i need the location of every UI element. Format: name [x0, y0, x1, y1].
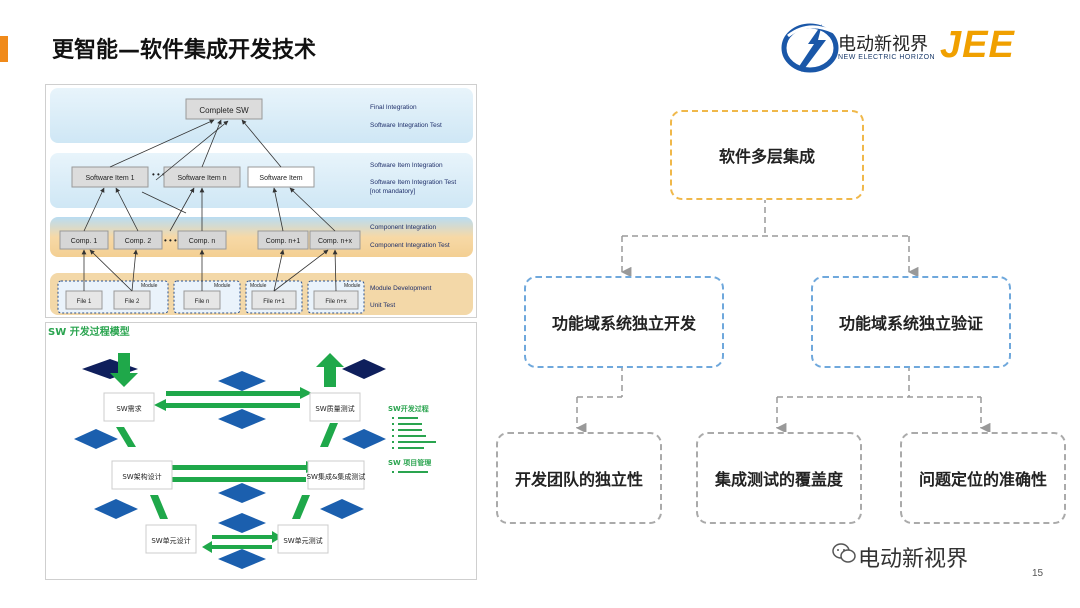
logo-english-name: NEW ELECTRIC HORIZON: [838, 54, 936, 61]
process-box: [103, 392, 155, 422]
node-issue-localization: 问题定位的准确性: [900, 432, 1066, 524]
watermark-text: 电动新视界: [858, 547, 969, 572]
sw-process-model-diagram: SW 开发过程模型 SW需求: [45, 322, 477, 580]
process-box-label: SW集成&集成测试: [307, 472, 366, 481]
side-legend-lines: [392, 417, 436, 449]
level-label: [not mandatory]: [370, 188, 415, 195]
process-box-label: SW单元设计: [151, 536, 190, 545]
component-label: Comp. n: [189, 238, 216, 245]
process-box-label: SW质量测试: [315, 404, 354, 413]
module-label: Module: [250, 283, 267, 289]
process-box: [277, 524, 329, 554]
software-item-label: Software Item n: [177, 175, 226, 182]
page-title: 更智能—软件集成开发技术: [52, 38, 317, 63]
process-box-label: SW单元测试: [283, 536, 322, 545]
file-label: File n+x: [325, 299, 346, 305]
process-box-label: SW需求: [116, 404, 141, 413]
page-number: 15: [1032, 568, 1044, 579]
node-independent-verification: 功能域系统独立验证: [811, 276, 1011, 368]
level-label: Component Integration Test: [370, 242, 450, 249]
file-label: File n: [195, 299, 210, 305]
brand-logo-icon: [781, 23, 839, 73]
module-label: Module: [141, 283, 158, 289]
complete-sw-label: Complete SW: [199, 106, 249, 115]
logo-chinese-name: 电动新视界: [838, 34, 928, 55]
side-legend-title: SW开发过程: [388, 404, 429, 413]
process-box: [307, 460, 365, 490]
logo-jee: JEE: [940, 24, 1015, 66]
process-model-title: SW 开发过程模型: [48, 325, 130, 338]
level-label: Unit Test: [370, 302, 395, 309]
side-legend-title: SW 项目管理: [388, 458, 431, 467]
file-label: File n+1: [263, 299, 285, 305]
wechat-icon: [832, 543, 856, 563]
node-team-independence: 开发团队的独立性: [496, 432, 662, 524]
side-legend-lines: [392, 471, 428, 473]
module-label: Module: [214, 283, 231, 289]
integration-arrows: [81, 119, 338, 292]
node-test-coverage: 集成测试的覆盖度: [696, 432, 862, 524]
level-label: Software Integration Test: [370, 122, 442, 129]
component-label: Comp. n+x: [318, 238, 353, 245]
integration-levels-diagram: Complete SW Software Item 1 • • • Softwa…: [45, 84, 477, 318]
ellipsis-label: • • •: [152, 170, 165, 179]
root-node: 软件多层集成: [670, 110, 864, 200]
title-accent-bar: [0, 36, 8, 62]
level-label: Final Integration: [370, 104, 417, 111]
component-label: Comp. 2: [125, 238, 152, 245]
software-item-label: Software Item: [259, 175, 302, 182]
ellipsis-label: • • •: [164, 236, 177, 245]
blue-diamond-icons: [74, 371, 386, 569]
complete-sw-box: [185, 98, 263, 120]
file-label: File 2: [125, 299, 140, 305]
process-box: [145, 524, 197, 554]
integration-arrow: [141, 191, 187, 214]
process-box-label: SW架构设计: [122, 472, 161, 481]
level-label: Software Item Integration: [370, 162, 443, 169]
file-label: File 1: [77, 299, 92, 305]
level-label: Software Item Integration Test: [370, 179, 456, 186]
process-box: [111, 460, 173, 490]
module-label: Module: [344, 283, 361, 289]
component-label: Comp. 1: [71, 238, 98, 245]
node-independent-development: 功能域系统独立开发: [524, 276, 724, 368]
component-label: Comp. n+1: [266, 238, 301, 245]
process-box: [309, 392, 361, 422]
software-item-label: Software Item 1: [85, 175, 134, 182]
level-label: Module Development: [370, 285, 432, 292]
level-label: Component Integration: [370, 224, 437, 231]
